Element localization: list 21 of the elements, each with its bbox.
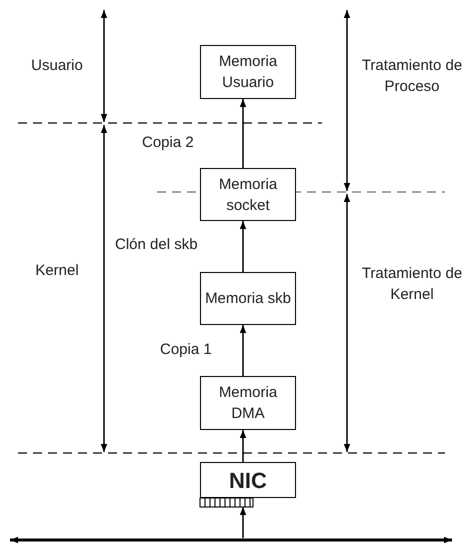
memory-box (200, 168, 296, 221)
memory-box (200, 45, 296, 99)
box-label: Memoria Usuario (218, 52, 278, 93)
nic-box (200, 462, 296, 498)
arrow (240, 221, 246, 272)
box-label: Memoria DMA (218, 383, 278, 424)
arrow (240, 325, 246, 376)
region-label: Usuario (30, 56, 84, 76)
edge-label: Copia 1 (160, 341, 212, 359)
memory-box (200, 272, 296, 325)
arrow (240, 430, 246, 462)
memory-box (200, 376, 296, 430)
box-label: Memoria socket (218, 174, 278, 216)
edge-label: Copia 2 (142, 134, 194, 152)
region-label: Tratamiento de Kernel (360, 264, 464, 305)
box-label: Memoria skb (205, 289, 291, 309)
box-label: NIC (229, 470, 267, 490)
arrow (240, 99, 246, 168)
region-label: Kernel (34, 261, 80, 281)
arrow (240, 507, 246, 538)
region-label: Tratamiento de Proceso (360, 56, 464, 97)
